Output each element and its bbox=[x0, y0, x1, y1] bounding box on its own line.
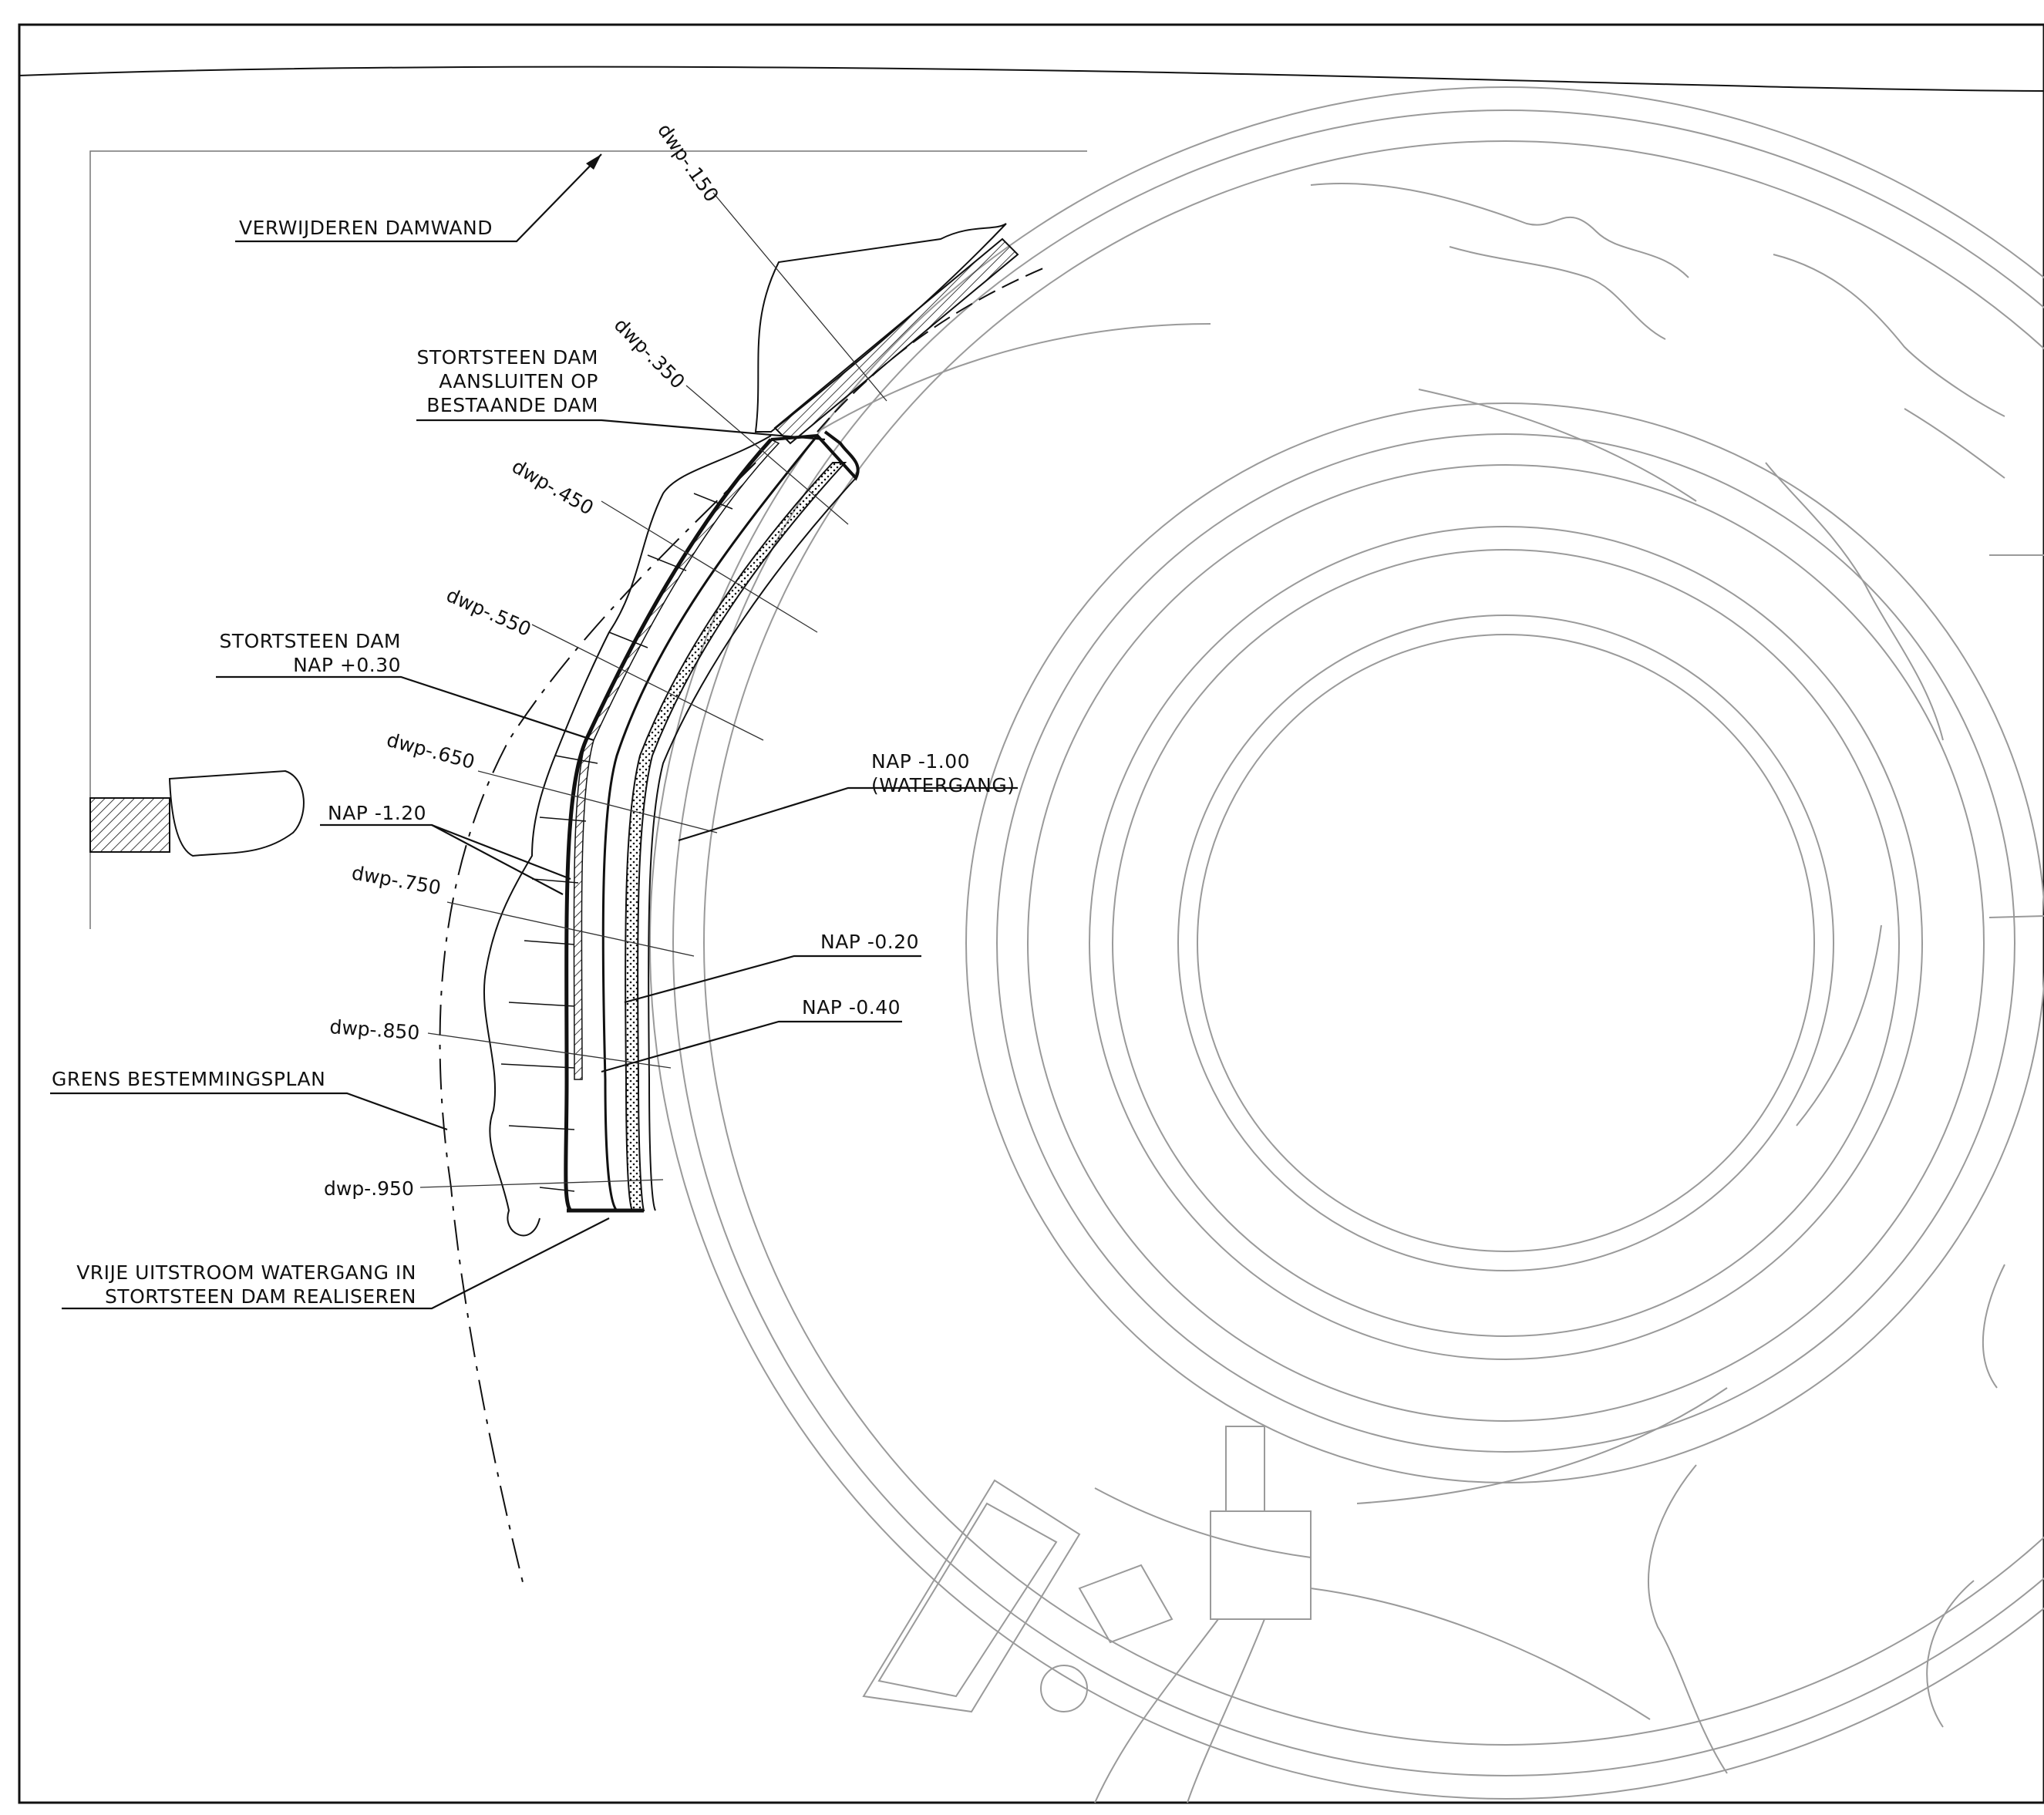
bank-outline bbox=[1648, 1464, 1728, 1774]
existing-dam-hatch-band bbox=[773, 237, 1019, 445]
ring-middle-2 bbox=[1089, 526, 1923, 1360]
left-structure bbox=[89, 769, 305, 857]
ring-outer-2 bbox=[996, 433, 2015, 1453]
label-stortsteen-aansluiten-2: AANSLUITEN OP bbox=[439, 370, 598, 392]
building-outline bbox=[877, 1502, 1058, 1698]
station-label: dwp-.150 bbox=[653, 120, 723, 206]
building-outline bbox=[1078, 1564, 1174, 1644]
ring-outer-5 bbox=[672, 109, 2044, 1776]
ring-outer bbox=[1027, 464, 1985, 1422]
station-label: dwp-.650 bbox=[384, 729, 476, 773]
building-outline bbox=[862, 1479, 1081, 1713]
label-stortsteen-nap-2: NAP +0.30 bbox=[293, 654, 401, 676]
watergang-dotted-band bbox=[625, 462, 847, 1211]
ring-middle bbox=[1112, 549, 1900, 1337]
road-segment bbox=[1418, 389, 1697, 502]
grens-bestemmingsplan-line bbox=[439, 462, 756, 1589]
dam-outer-rough-edge bbox=[483, 435, 772, 1237]
left-area-outline bbox=[89, 150, 1087, 929]
dam-outer-hatch bbox=[573, 439, 780, 1080]
ring-outer-3 bbox=[965, 402, 2044, 1483]
label-grens-bestemmingsplan: GRENS BESTEMMINGSPLAN bbox=[52, 1068, 325, 1090]
bank-outline bbox=[1310, 183, 1689, 278]
dam-section-ticks bbox=[500, 493, 733, 1192]
label-nap-1-00: NAP -1.00 bbox=[871, 750, 970, 773]
tank-outline bbox=[1040, 1665, 1088, 1712]
dam-outer-edge bbox=[564, 438, 773, 1212]
label-vrije-uitstroom-2: STORTSTEEN DAM REALISEREN bbox=[105, 1285, 416, 1308]
top-boundary-line bbox=[19, 66, 2044, 92]
bank-outline bbox=[1988, 915, 2044, 918]
ring-outer-6 bbox=[649, 86, 2044, 1800]
road-segment bbox=[1796, 924, 1882, 1126]
label-nap-watergang: (WATERGANG) bbox=[871, 774, 1015, 796]
bank-outline bbox=[1904, 408, 2005, 479]
bank-outline bbox=[1982, 1264, 2005, 1389]
road-segment bbox=[1356, 1387, 1728, 1504]
road-outline bbox=[1187, 1618, 1265, 1803]
existing-dam-outline bbox=[754, 223, 1007, 433]
label-nap-1-20: NAP -1.20 bbox=[328, 802, 426, 824]
label-leaders bbox=[50, 153, 1018, 1310]
bank-outline bbox=[1773, 254, 2005, 417]
road-segment bbox=[1094, 1487, 1312, 1558]
building-outline bbox=[1210, 1510, 1312, 1620]
new-stortsteen-dam bbox=[483, 430, 860, 1237]
bank-outline bbox=[1765, 462, 1944, 741]
dam-inner-boundary bbox=[648, 477, 857, 1211]
ring-inner bbox=[1197, 634, 1815, 1252]
station-label: dwp-.850 bbox=[329, 1015, 421, 1044]
station-label: dwp-.550 bbox=[443, 584, 535, 641]
station-lines bbox=[419, 192, 887, 1188]
label-stortsteen-aansluiten-1: STORTSTEEN DAM bbox=[416, 346, 598, 369]
label-stortsteen-nap-1: STORTSTEEN DAM bbox=[219, 630, 401, 652]
label-nap-0-40: NAP -0.40 bbox=[802, 996, 901, 1019]
station-label: dwp-.350 bbox=[610, 314, 689, 393]
sheet-frame bbox=[18, 23, 2044, 1804]
existing-dam bbox=[754, 223, 1049, 445]
building-outline bbox=[1225, 1426, 1265, 1512]
ring-inner-2 bbox=[1177, 615, 1834, 1271]
background-site-plan bbox=[649, 86, 2044, 1803]
bank-outline bbox=[1449, 246, 1666, 340]
station-label: dwp-.750 bbox=[350, 861, 443, 899]
road-outline bbox=[1310, 1588, 1651, 1720]
bank-outline bbox=[1926, 1580, 1975, 1728]
label-vrije-uitstroom-1: VRIJE UITSTROOM WATERGANG IN bbox=[76, 1261, 416, 1284]
dam-connection bbox=[770, 430, 860, 481]
ring-outer-4 bbox=[703, 140, 2044, 1746]
arrow-head bbox=[586, 154, 601, 170]
road-outline bbox=[1094, 1618, 1219, 1803]
station-label: dwp-.450 bbox=[508, 455, 598, 520]
existing-dam-dashed-edge bbox=[817, 265, 1049, 433]
left-structure-outline bbox=[168, 769, 305, 857]
left-structure-hatch bbox=[89, 797, 170, 853]
label-nap-0-20: NAP -0.20 bbox=[820, 931, 919, 953]
station-label: dwp-.950 bbox=[324, 1177, 414, 1200]
label-stortsteen-aansluiten-3: BESTAANDE DAM bbox=[426, 394, 598, 416]
road-segment bbox=[817, 323, 1211, 433]
dam-inner-edge bbox=[601, 435, 819, 1212]
label-verwijderen-damwand: VERWIJDEREN DAMWAND bbox=[239, 217, 493, 239]
